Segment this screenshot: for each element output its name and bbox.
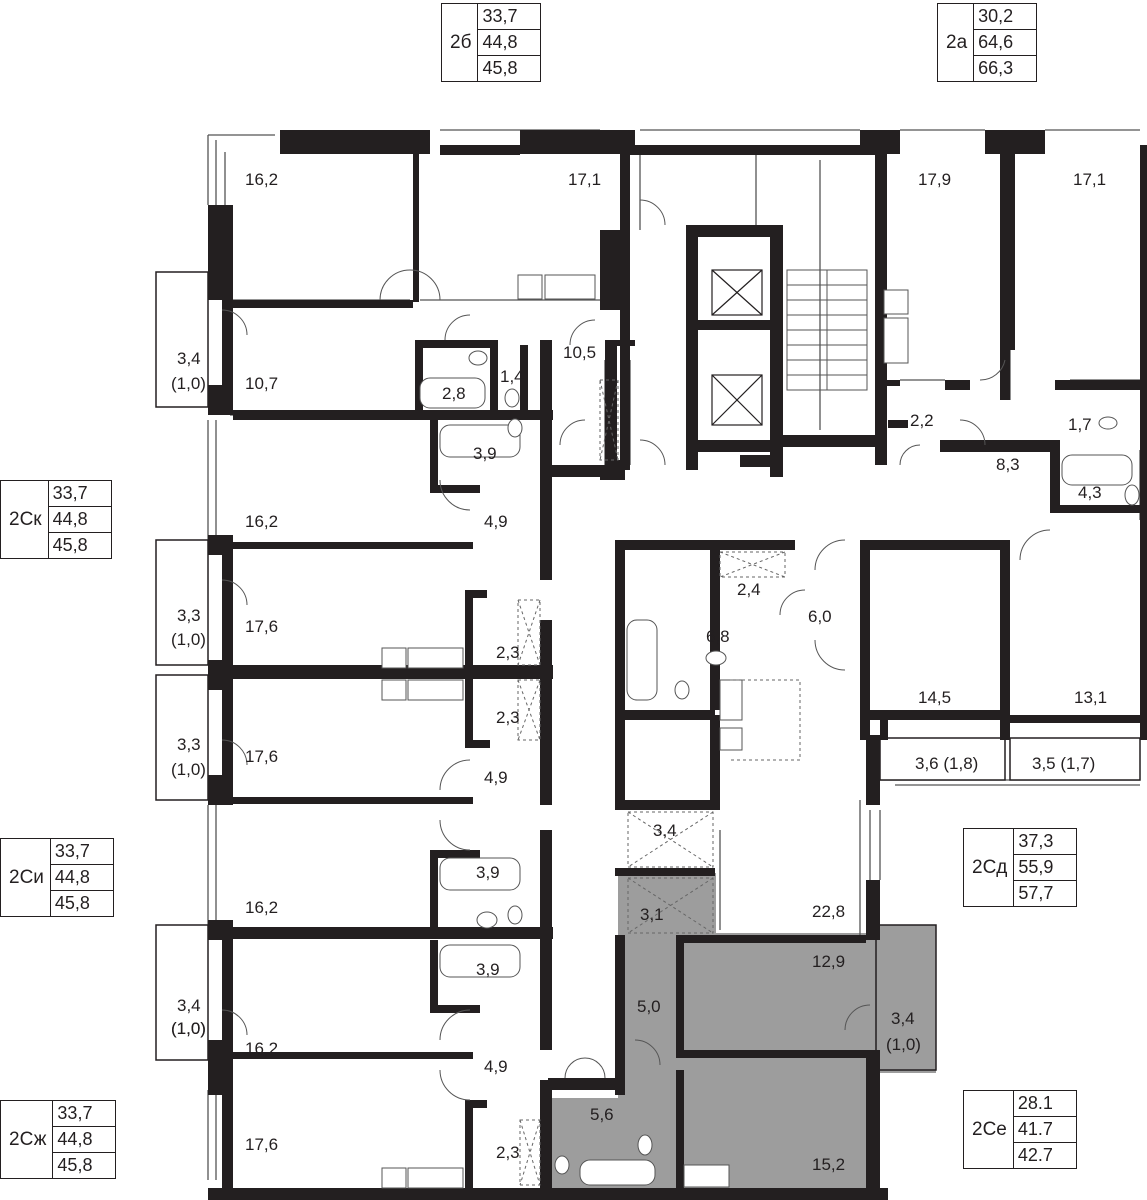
room-labels: 16,2 17,1 17,9 17,1 10,5 3,4 (1,0) 10,7 … [171,170,1107,1174]
room-label: 16,2 [245,1039,278,1058]
utility-shafts [517,379,801,1186]
legend-code: 2Сж [1,1101,54,1178]
room-label: 3,4 [891,1009,915,1028]
room-label: 1,4 [500,367,524,386]
room-label: 15,2 [812,1155,845,1174]
legend-value: 45,8 [53,1152,116,1178]
fixtures [381,274,1140,1189]
balconies [155,271,1141,1061]
room-label: 4,9 [484,1057,508,1076]
room-label: 16,2 [245,512,278,531]
room-label: 3,1 [640,905,664,924]
room-label: 3,3 [177,606,201,625]
legend-2se: 2Се 28.1 41.7 42.7 [963,1090,1077,1169]
room-label: 10,7 [245,374,278,393]
room-label: 17,9 [918,170,951,189]
legend-value: 45,8 [50,890,113,916]
legend-value: 33,7 [52,483,88,503]
room-label: 16,2 [245,898,278,917]
legend-value: 44,8 [50,864,113,890]
legend-2sd: 2Сд 37,3 55,9 57,7 [963,828,1078,907]
legend-value: 57,7 [1014,880,1077,906]
room-label: 3,3 [177,735,201,754]
legend-code: 2а [938,4,975,81]
room-label: 1,7 [1068,415,1092,434]
legend-2szh: 2Сж 33,7 44,8 45,8 [0,1100,117,1179]
room-label: 4,9 [484,768,508,787]
legend-code: 2Се [964,1091,1014,1168]
legend-2b: 2б 33,7 44,8 45,8 [441,3,542,82]
legend-code: 2Ск [1,481,49,558]
room-label: 2,3 [496,708,520,727]
room-label: (1,0) [171,374,206,393]
room-label: (1,0) [171,1019,206,1038]
legend-value: 55,9 [1014,854,1077,880]
legend-value: 37,3 [1018,831,1054,851]
room-label: 2,2 [910,411,934,430]
room-label: 6,8 [706,627,730,646]
legend-2si: 2Си 33,7 44,8 45,8 [0,838,114,917]
room-label: 5,6 [590,1105,614,1124]
legend-value: 44,8 [478,29,541,55]
legend-value: 45,8 [478,55,541,81]
legend-value: 45,8 [48,532,111,558]
room-label: 22,8 [812,902,845,921]
room-label: 17,6 [245,617,278,636]
legend-code: 2б [442,4,479,81]
room-label: 4,3 [1078,483,1102,502]
legend-2sk: 2Ск 33,7 44,8 45,8 [0,480,112,559]
legend-value: 41.7 [1013,1116,1076,1142]
balcony-highlighted [875,924,937,1071]
room-label: 17,6 [245,747,278,766]
walls [208,130,1147,1200]
room-label: 12,9 [812,952,845,971]
room-label: 3,4 [177,349,201,368]
legend-value: 30,2 [978,6,1014,26]
room-label: 17,6 [245,1135,278,1154]
room-label: (1,0) [171,760,206,779]
room-label: 4,9 [484,512,508,531]
room-label: (1,0) [171,630,206,649]
room-label: 3,5 (1,7) [1032,754,1095,773]
legend-value: 64,6 [974,29,1037,55]
room-label: 17,1 [1073,170,1106,189]
room-label: 3,6 (1,8) [915,754,978,773]
legend-code: 2Сд [964,829,1015,906]
legend-value: 28.1 [1017,1093,1053,1113]
room-label: (1,0) [886,1035,921,1054]
legend-value: 66,3 [974,55,1037,81]
room-label: 5,0 [637,997,661,1016]
legend-code: 2Си [1,839,51,916]
stairs [786,269,868,391]
room-label: 2,8 [442,384,466,403]
elevator-shafts [711,269,763,426]
room-label: 10,5 [563,343,596,362]
room-label: 3,4 [653,821,677,840]
room-label: 17,1 [568,170,601,189]
room-label: 3,9 [476,863,500,882]
room-label: 2,3 [496,643,520,662]
room-label: 2,4 [737,580,761,599]
legend-value: 33,7 [54,841,90,861]
legend-2a: 2а 30,2 64,6 66,3 [937,3,1038,82]
room-label: 8,3 [996,455,1020,474]
room-label: 2,3 [496,1143,520,1162]
room-label: 14,5 [918,688,951,707]
door-swings [221,199,1051,1101]
room-label: 3,4 [177,996,201,1015]
legend-value: 42.7 [1013,1142,1076,1168]
legend-value: 33,7 [482,6,518,26]
room-label: 3,9 [476,960,500,979]
room-label: 3,9 [473,444,497,463]
legend-value: 44,8 [53,1126,116,1152]
room-label: 13,1 [1074,688,1107,707]
room-label: 6,0 [808,607,832,626]
room-label: 16,2 [245,170,278,189]
room-label: (1,0) [171,1019,206,1038]
legend-value: 44,8 [48,506,111,532]
legend-value: 33,7 [57,1103,93,1123]
